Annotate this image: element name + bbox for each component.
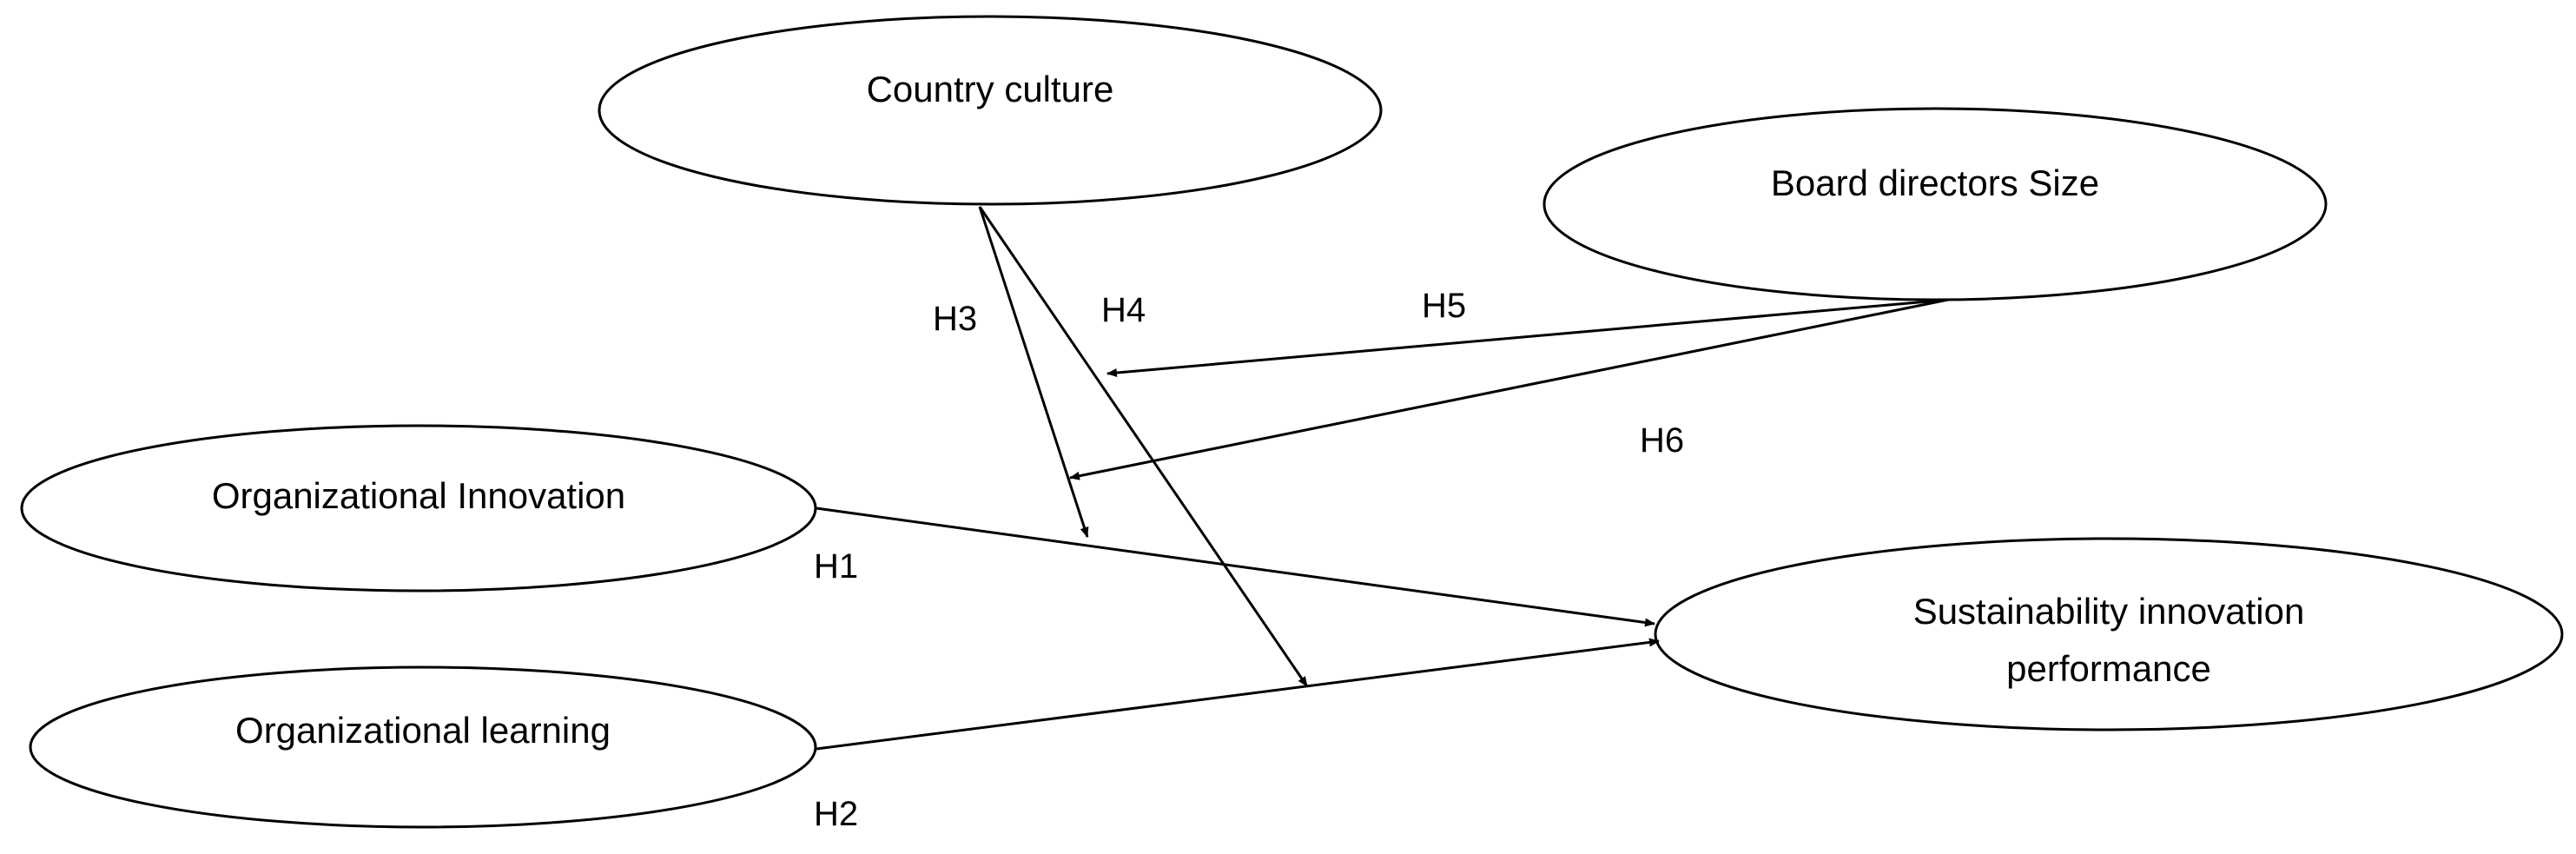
sustainability-label-line-2: performance <box>2006 648 2211 689</box>
board-directors-size-label: Board directors Size <box>1771 162 2099 203</box>
edge-h6-arrow <box>1069 298 1949 480</box>
edge-label-h4: H4 <box>1101 291 1146 329</box>
edge-h3-arrow <box>978 206 1089 538</box>
edge-label-h3: H3 <box>933 300 977 338</box>
node-organizational-innovation: Organizational Innovation <box>20 424 817 593</box>
edge-h1-arrow <box>816 506 1655 627</box>
organizational-learning-label: Organizational learning <box>235 710 611 751</box>
edge-label-h1: H1 <box>814 547 858 586</box>
edge-h2-arrow <box>816 638 1660 751</box>
edge-h4-arrow <box>978 206 1309 687</box>
edge-label-h2: H2 <box>814 795 858 833</box>
edge-h5-arrow <box>1106 298 1949 378</box>
country-culture-label: Country culture <box>867 69 1114 109</box>
sustainability-label-line-1: Sustainability innovation <box>1913 591 2305 632</box>
node-organizational-learning: Organizational learning <box>29 665 817 829</box>
organizational-innovation-label: Organizational Innovation <box>212 475 625 516</box>
node-country-culture: Country culture <box>598 15 1383 206</box>
node-sustainability-innovation-performance: Sustainability innovation performance <box>1654 537 2564 732</box>
edge-label-h6: H6 <box>1640 421 1684 460</box>
edge-label-h5: H5 <box>1422 287 1466 325</box>
node-board-directors-size: Board directors Size <box>1542 107 2328 301</box>
